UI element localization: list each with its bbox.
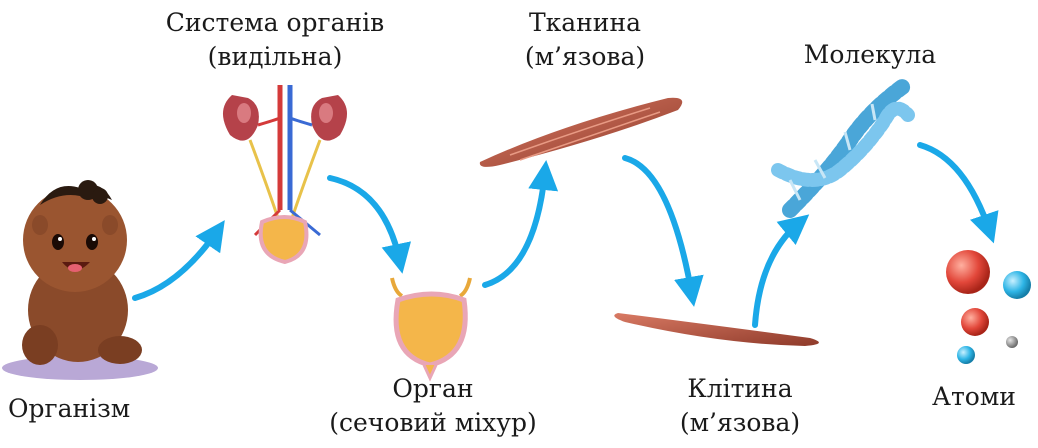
atoms-image — [946, 250, 1031, 364]
label-organ-system-line2: (видільна) — [160, 40, 390, 74]
label-cell: Клітина (м’язова) — [660, 372, 820, 440]
label-organism: Організм — [8, 392, 130, 426]
muscle-tissue-image — [480, 98, 682, 167]
label-organ: Орган (сечовий міхур) — [308, 372, 558, 440]
excretory-system-image — [223, 85, 347, 262]
label-atoms: Атоми — [918, 380, 1030, 414]
arrow-cell-to-molecule — [755, 222, 800, 325]
muscle-cell-image — [614, 313, 819, 346]
arrow-tissue-to-cell — [625, 158, 692, 295]
label-organism-line1: Організм — [8, 392, 130, 426]
label-cell-line2: (м’язова) — [660, 406, 820, 440]
label-tissue-line1: Тканина — [505, 6, 665, 40]
label-organ-line1: Орган — [308, 372, 558, 406]
label-cell-line1: Клітина — [660, 372, 820, 406]
label-atoms-line1: Атоми — [918, 380, 1030, 414]
label-molecule: Молекула — [790, 38, 950, 72]
arrow-organism-to-system — [135, 230, 218, 298]
label-organ-line2: (сечовий міхур) — [308, 406, 558, 440]
bladder-organ-image — [392, 278, 470, 378]
label-organ-system-line1: Система органів — [160, 6, 390, 40]
label-tissue: Тканина (м’язова) — [505, 6, 665, 74]
dna-molecule-image — [778, 85, 908, 210]
label-tissue-line2: (м’язова) — [505, 40, 665, 74]
arrow-organ-to-tissue — [485, 172, 545, 285]
arrow-molecule-to-atoms — [920, 145, 990, 232]
label-organ-system: Система органів (видільна) — [160, 6, 390, 74]
arrow-system-to-organ — [330, 178, 400, 262]
label-molecule-line1: Молекула — [790, 38, 950, 72]
baby-organism-image — [2, 180, 158, 380]
